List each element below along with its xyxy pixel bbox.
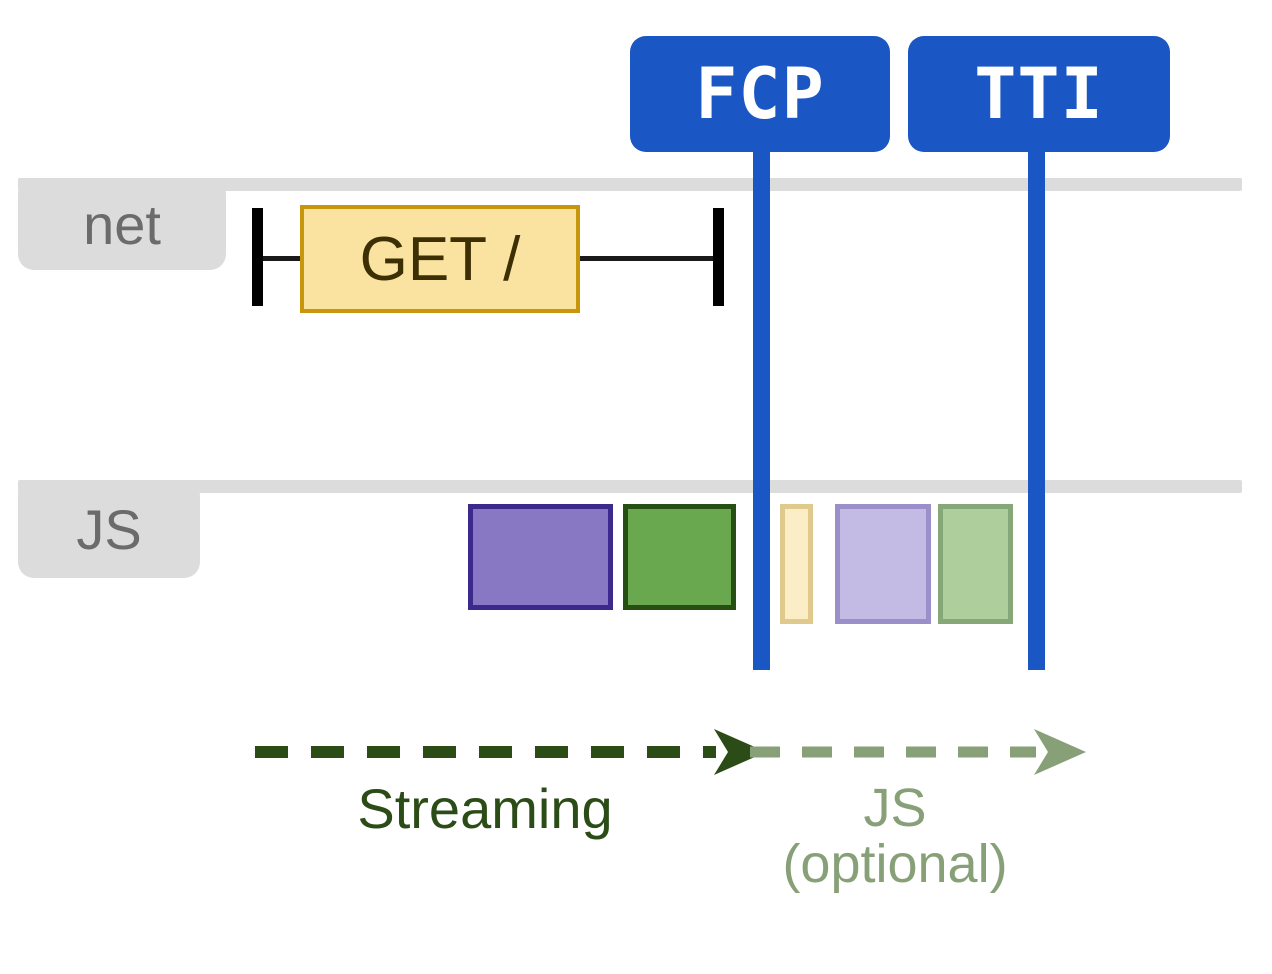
row-label-net: net xyxy=(18,178,226,270)
block-green-solid[interactable] xyxy=(623,504,736,610)
js-track-line xyxy=(18,480,1242,493)
block-purple-solid[interactable] xyxy=(468,504,613,610)
row-label-net-text: net xyxy=(83,192,161,256)
net-track-line xyxy=(18,178,1242,191)
row-label-js: JS xyxy=(18,480,200,578)
js-optional-caption: JS (optional) xyxy=(782,778,1008,895)
block-purple-faded[interactable] xyxy=(835,504,931,624)
fcp-badge-label: FCP xyxy=(695,53,825,135)
tti-badge[interactable]: TTI xyxy=(908,36,1170,152)
fcp-marker-line xyxy=(753,140,770,670)
request-start-cap xyxy=(252,208,263,306)
streaming-arrow-icon xyxy=(255,729,772,775)
row-label-js-text: JS xyxy=(76,497,142,561)
request-end-cap xyxy=(713,208,724,306)
block-green-faded[interactable] xyxy=(938,504,1013,624)
block-yellow-faded[interactable] xyxy=(780,504,813,624)
fcp-badge[interactable]: FCP xyxy=(630,36,890,152)
request-label: GET / xyxy=(359,224,521,294)
request-box-get-root[interactable]: GET / xyxy=(300,205,580,313)
streaming-caption: Streaming xyxy=(357,777,613,840)
tti-badge-label: TTI xyxy=(974,53,1104,135)
tti-marker-line xyxy=(1028,140,1045,670)
js-optional-arrow-icon xyxy=(750,729,1092,775)
